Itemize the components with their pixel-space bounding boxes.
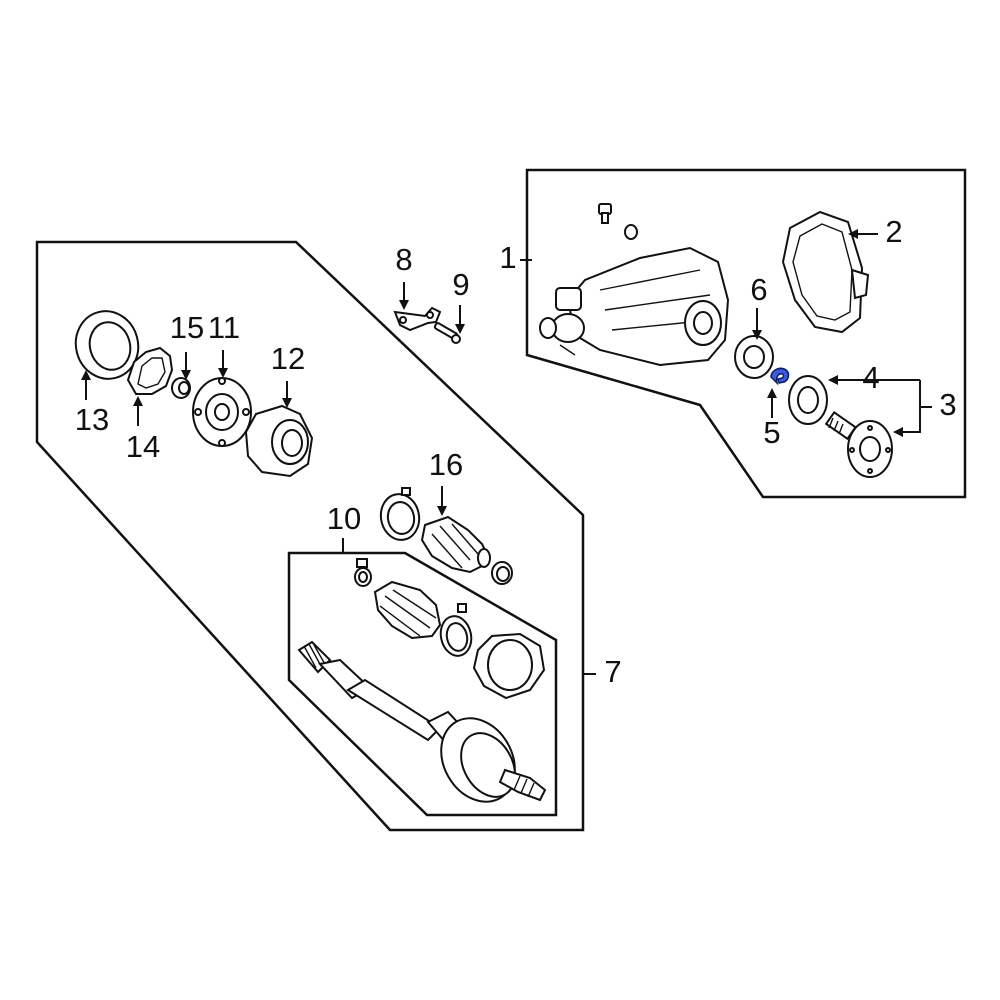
axle-group-frame	[35, 240, 585, 832]
differential-carrier-drawing	[539, 246, 730, 367]
inner-boot-drawing	[373, 580, 442, 640]
callout-7: 7	[604, 654, 621, 689]
callout-labels: 1 2 3 4 5 6 7 8 9 10 11 12 13 14 15 16	[75, 214, 957, 689]
bearing-6-drawing	[734, 335, 774, 379]
callout-8: 8	[395, 242, 412, 277]
joint-assembly-11-drawing	[192, 377, 252, 447]
snap-ring-5-drawing	[770, 367, 790, 386]
callout-14: 14	[126, 429, 160, 464]
inner-clamp-drawing	[439, 603, 473, 657]
differential-group-frame	[525, 168, 967, 499]
seal-4-drawing	[788, 375, 828, 425]
callout-4: 4	[862, 360, 879, 395]
shaft-group-frame	[287, 551, 558, 817]
callout-12: 12	[271, 341, 305, 376]
flange-12-drawing	[244, 404, 314, 478]
rear-cover-drawing	[781, 210, 870, 334]
snap-ring-15-drawing	[171, 377, 191, 399]
drive-shaft-drawing	[297, 640, 547, 803]
outer-boot-drawing	[472, 632, 546, 700]
callout-16: 16	[429, 447, 463, 482]
callout-1: 1	[499, 240, 516, 275]
leader-lines	[81, 229, 932, 675]
gasket-14-drawing	[126, 346, 174, 395]
side-gear-shaft-3-drawing	[824, 410, 893, 478]
boot-clamp-large-drawing	[379, 487, 421, 541]
callout-3: 3	[939, 387, 956, 422]
callout-13: 13	[75, 402, 109, 437]
pin-9-drawing	[433, 322, 461, 344]
mounting-bracket-8-drawing	[393, 306, 442, 332]
callout-2: 2	[885, 214, 902, 249]
boot-16-drawing	[420, 515, 513, 585]
small-clamp-drawing	[354, 558, 372, 587]
callout-6: 6	[750, 272, 767, 307]
callout-11: 11	[208, 310, 240, 345]
callout-5: 5	[763, 415, 780, 450]
callout-15: 15	[170, 310, 204, 345]
dust-cover-13-drawing	[74, 310, 140, 380]
bolt-drawing	[598, 203, 638, 240]
callout-10: 10	[327, 501, 361, 536]
callout-9: 9	[452, 267, 469, 302]
